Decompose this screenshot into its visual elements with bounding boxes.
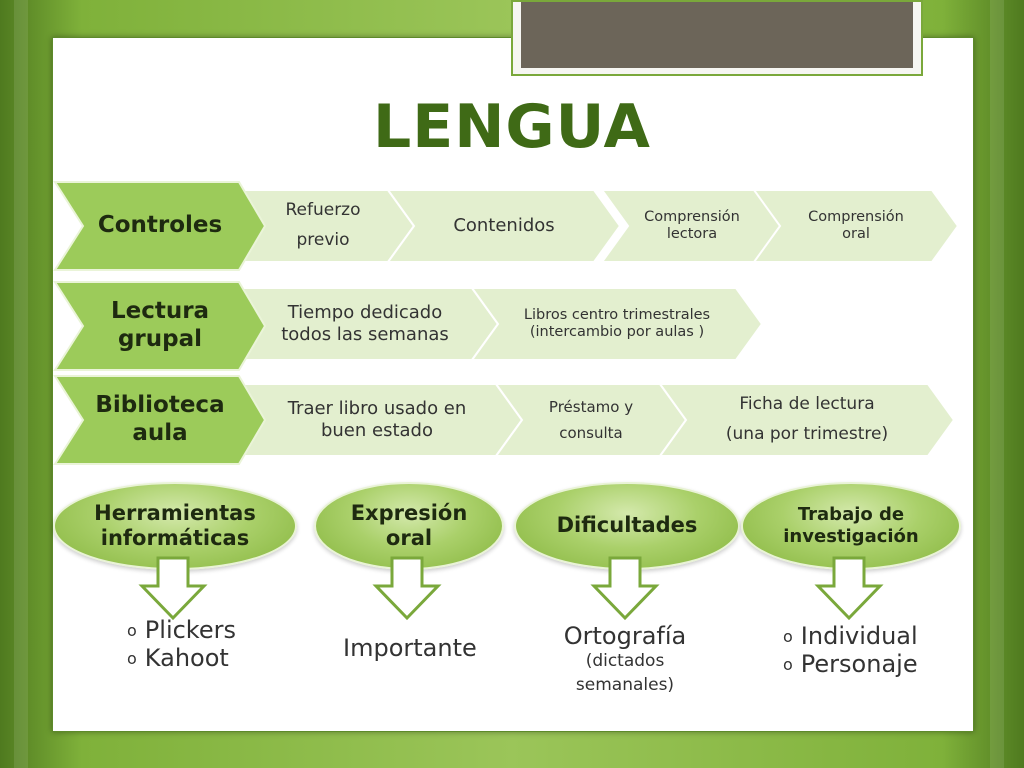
background-stripe [990, 0, 1004, 768]
category-chevron-shape [53, 375, 267, 465]
topic-result: Ortografía(dictados semanales) [535, 622, 715, 698]
process-step-label: Libros centro trimestrales (intercambio … [523, 306, 711, 340]
result-bullet: o Kahoot [127, 644, 236, 672]
result-bullet: o Plickers [127, 616, 236, 644]
page-title: LENGUA [373, 92, 651, 162]
process-step-shape [386, 189, 622, 263]
topic-label: Trabajo de investigación [783, 504, 919, 547]
header-image [521, 2, 913, 68]
topic-oval: Trabajo de investigación [741, 482, 961, 570]
result-bullet: o Individual [783, 622, 918, 650]
circle-bullet-icon: o [127, 620, 137, 640]
result-text: Individual [800, 622, 918, 650]
process-step-label: Tiempo dedicado todos las semanas [281, 302, 449, 345]
process-step-shape [470, 287, 764, 361]
category-label: Biblioteca aula [95, 392, 225, 446]
topic-oval: Herramientas informáticas [53, 482, 297, 570]
down-arrow-icon [814, 556, 884, 621]
category-chevron-shape [53, 181, 267, 271]
down-arrow-icon [138, 556, 208, 621]
process-step-label: Préstamo y consulta [548, 397, 634, 442]
process-step-label: Comprensión lectora [644, 208, 740, 242]
topic-result: Importante [343, 634, 477, 662]
down-arrow-icon [372, 556, 442, 621]
background-stripe [14, 0, 28, 768]
process-step-shape [752, 189, 960, 263]
process-step-label: Ficha de lectura (una por trimestre) [725, 394, 889, 444]
result-subtext: (dictados semanales) [575, 651, 675, 695]
result-bullet: o Personaje [783, 650, 918, 678]
process-step-label: Refuerzo previo [285, 200, 361, 250]
result-text: Ortografía [563, 622, 687, 650]
down-arrow-icon [590, 556, 660, 621]
category-chevron-shape [53, 281, 267, 371]
result-text: Plickers [144, 616, 236, 644]
result-text: Personaje [800, 650, 918, 678]
process-step-shape [658, 383, 956, 457]
process-step-label: Contenidos [453, 215, 555, 237]
circle-bullet-icon: o [783, 654, 793, 674]
circle-bullet-icon: o [127, 648, 137, 668]
process-step-label: Comprensión oral [808, 208, 904, 242]
topic-label: Herramientas informáticas [94, 500, 256, 550]
header-image-frame [511, 0, 923, 76]
topic-label: Dificultades [556, 513, 698, 538]
topic-label: Expresión oral [350, 500, 468, 550]
result-text: Kahoot [144, 644, 229, 672]
circle-bullet-icon: o [783, 626, 793, 646]
category-label: Controles [97, 212, 223, 239]
category-label: Lectura grupal [110, 298, 210, 352]
process-step-label: Traer libro usado en buen estado [287, 398, 467, 441]
